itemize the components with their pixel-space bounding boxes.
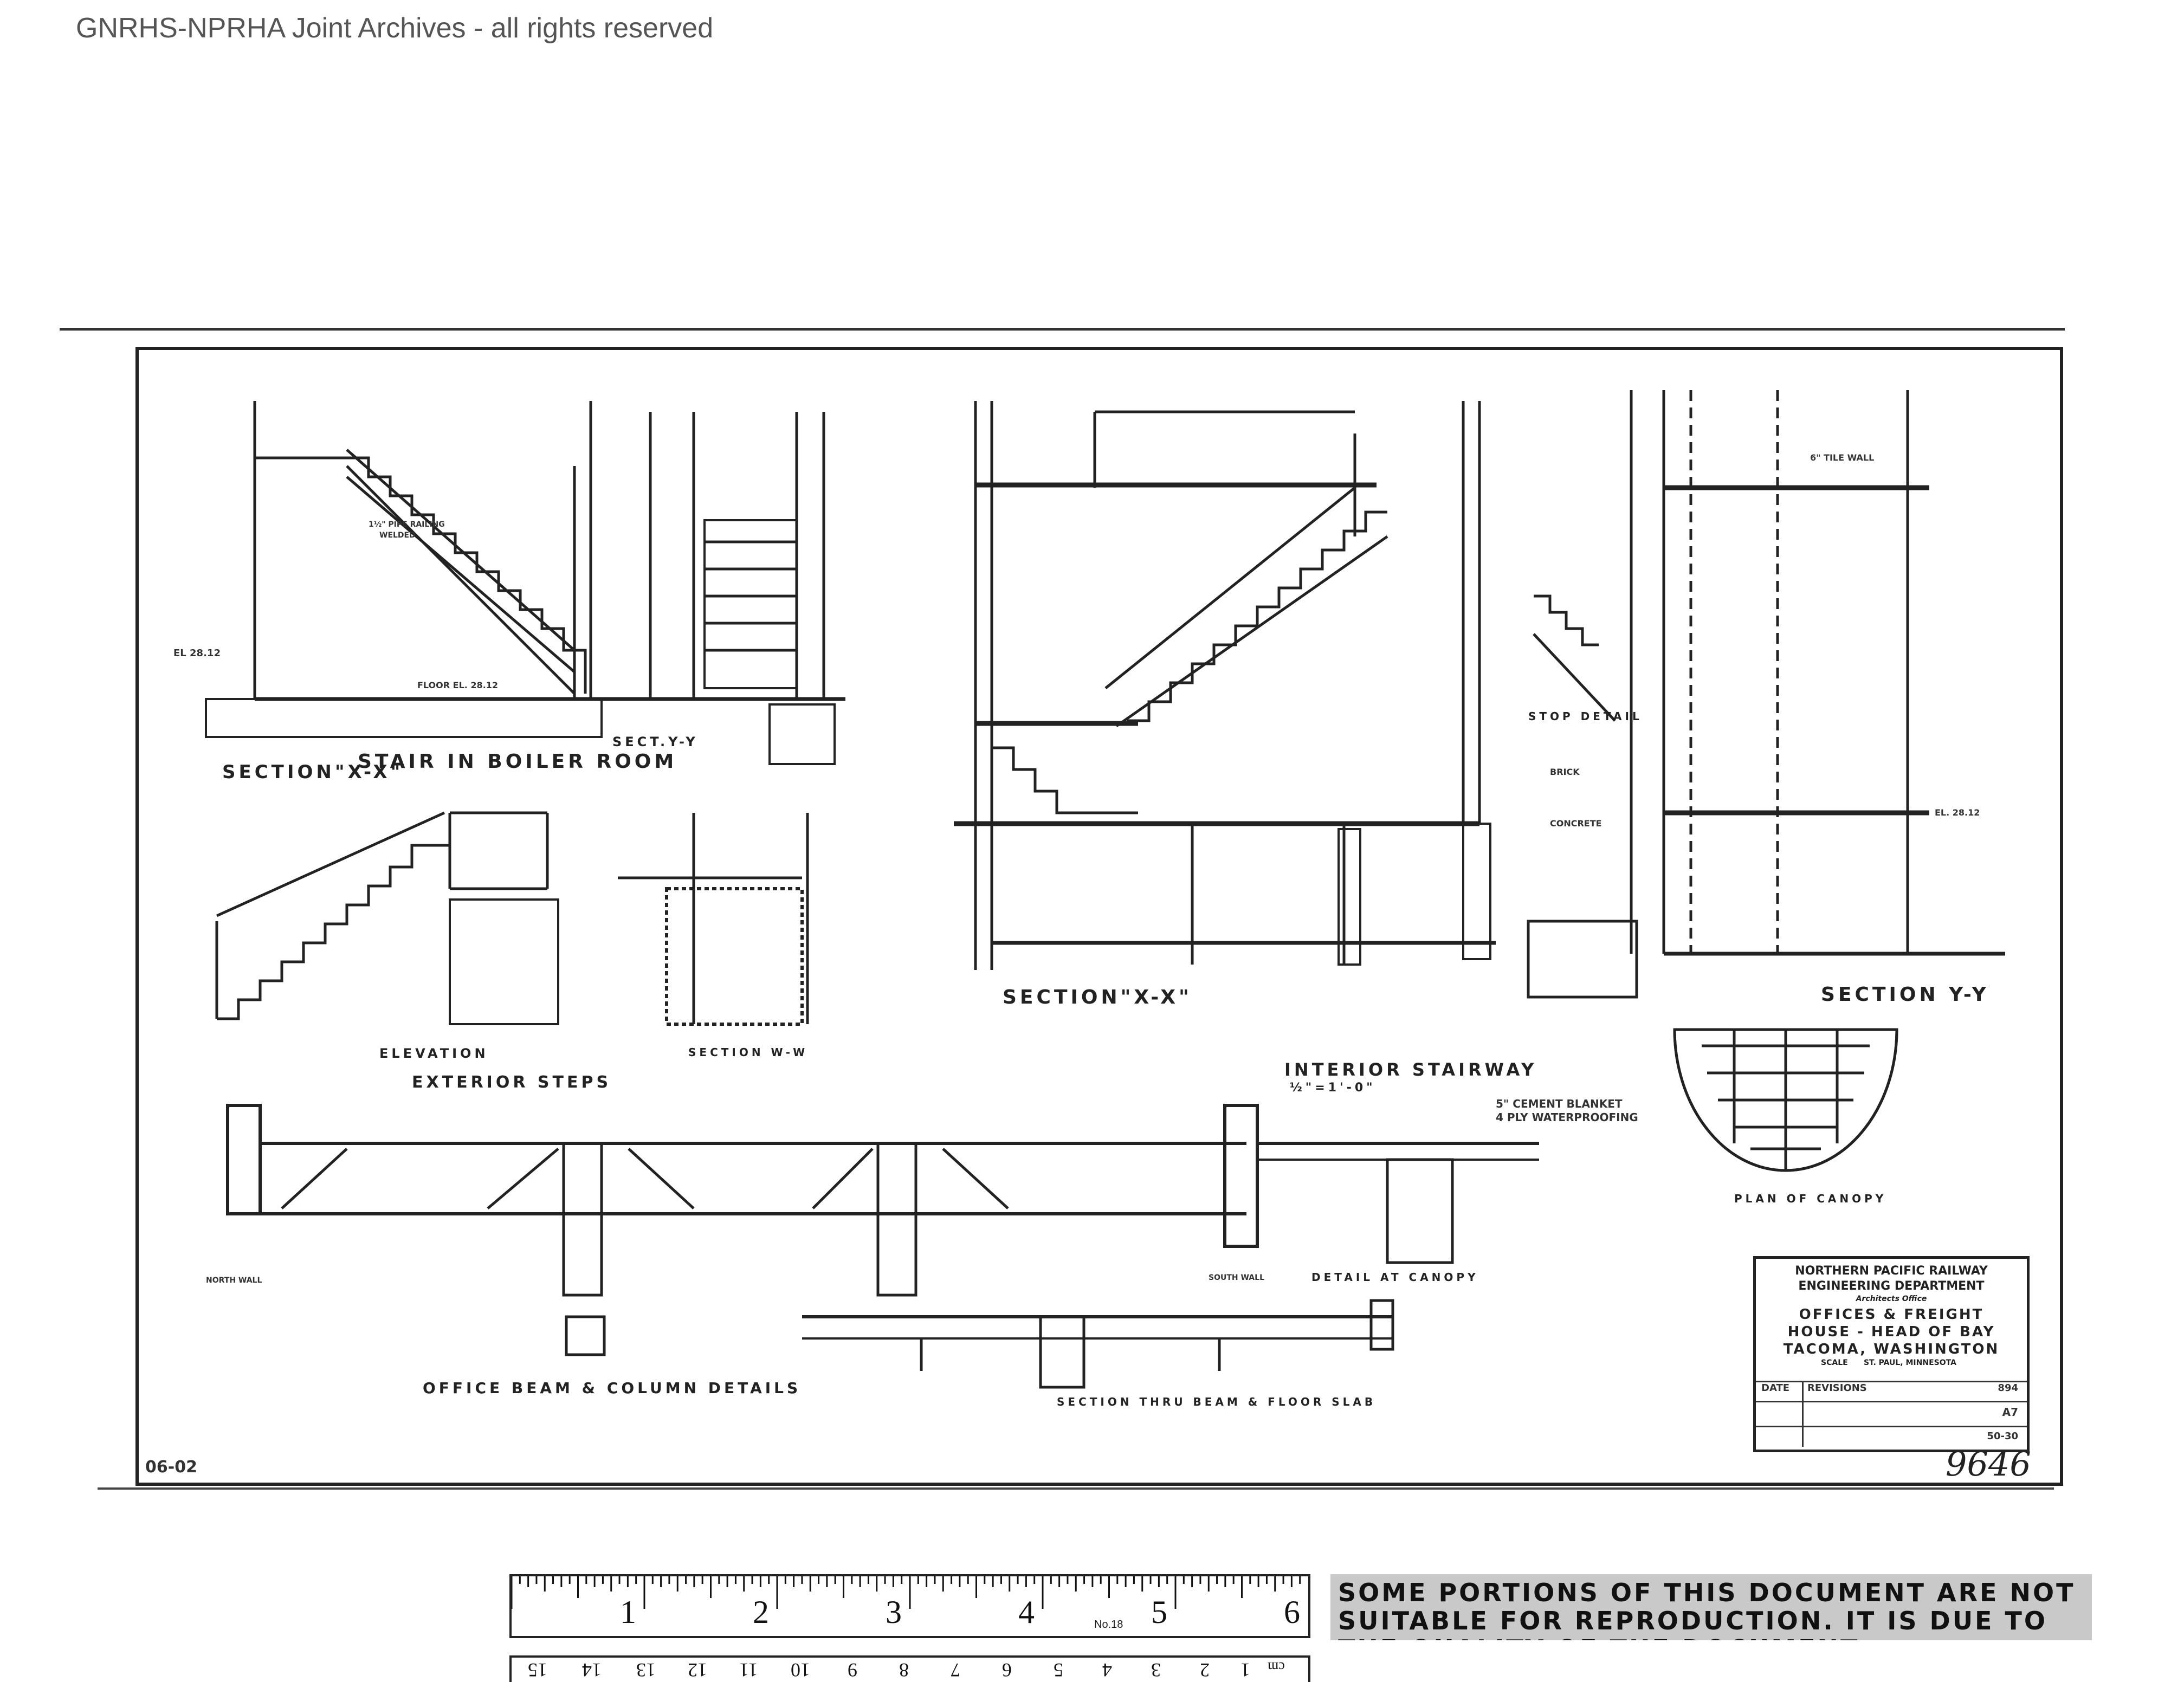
note-el-left: EL 28.12 — [173, 648, 221, 659]
inch-ruler-ticks — [512, 1576, 1301, 1609]
ruler-cm-15: 15 — [528, 1659, 547, 1681]
note-pipe-railing: 1½" PIPE RAILING — [369, 520, 445, 529]
note-welded: WELDED — [379, 531, 416, 540]
note-tile-wall: 6" TILE WALL — [1810, 452, 1875, 463]
title-row-header: DATE REVISIONS 894 — [1756, 1381, 2027, 1394]
ruler-cm-7: 7 — [951, 1659, 960, 1681]
ruler-cm-13: 13 — [636, 1659, 656, 1681]
title-company: NORTHERN PACIFIC RAILWAY — [1795, 1264, 1988, 1278]
ruler-cm-2: 2 — [1200, 1659, 1210, 1681]
reproduction-notice: SOME PORTIONS OF THIS DOCUMENT ARE NOT S… — [1330, 1574, 2092, 1640]
title-line1: OFFICES & FREIGHT — [1799, 1306, 1984, 1323]
title-scale: SCALE ST. PAUL, MINNESOTA — [1756, 1358, 2092, 1367]
ruler-label: No.18 — [1094, 1619, 1123, 1631]
title-row-file: 50-30 — [1756, 1426, 2027, 1449]
sheet-bottom-line — [98, 1487, 2054, 1490]
ruler-cm-5: 5 — [1054, 1659, 1063, 1681]
ruler-cm-3: 3 — [1151, 1659, 1161, 1681]
title-scale-label: SCALE — [1821, 1358, 1848, 1367]
label-cement-blanket: 5" CEMENT BLANKET — [1496, 1097, 1623, 1110]
label-plan-of-canopy: PLAN OF CANOPY — [1734, 1192, 1887, 1205]
ruler-cm-12: 12 — [688, 1659, 707, 1681]
title-file-no: 894 — [1998, 1382, 2018, 1394]
label-exterior-steps: EXTERIOR STEPS — [412, 1073, 612, 1092]
label-interior-scale: ½"=1'-0" — [1290, 1081, 1376, 1095]
note-floor-el: FLOOR EL. 28.12 — [417, 680, 499, 690]
title-sheet-no: A7 — [2002, 1406, 2018, 1419]
title-file-ref: 50-30 — [1987, 1431, 2018, 1442]
label-section-thru-beam: SECTION THRU BEAM & FLOOR SLAB — [1057, 1395, 1377, 1408]
label-south-wall: SOUTH WALL — [1209, 1273, 1264, 1282]
label-detail-at-canopy: DETAIL AT CANOPY — [1311, 1271, 1479, 1284]
title-row-date: DATE — [1761, 1382, 1790, 1394]
title-block: NORTHERN PACIFIC RAILWAY ENGINEERING DEP… — [1753, 1256, 2030, 1452]
ruler-inch-3: 3 — [886, 1594, 902, 1630]
ruler-cm-4: 4 — [1102, 1659, 1112, 1681]
ruler-inch-1: 1 — [620, 1594, 636, 1630]
ruler-inch-5: 5 — [1151, 1594, 1167, 1630]
label-section-xx: SECTION"X-X" — [222, 761, 404, 783]
ruler-cm-14: 14 — [582, 1659, 602, 1681]
title-department: ENGINEERING DEPARTMENT — [1798, 1279, 1985, 1293]
note-brick: BRICK — [1550, 767, 1580, 777]
title-line2: HOUSE - HEAD OF BAY — [1787, 1324, 1995, 1340]
label-section-ww: SECTION W-W — [688, 1046, 809, 1059]
archive-watermark: GNRHS-NPRHA Joint Archives - all rights … — [76, 12, 714, 44]
title-office: Architects Office — [1856, 1295, 1927, 1303]
label-stop-detail: STOP DETAIL — [1528, 710, 1643, 723]
ruler-inch-2: 2 — [753, 1594, 769, 1630]
label-ply-waterproofing: 4 PLY WATERPROOFING — [1496, 1111, 1638, 1124]
label-elevation: ELEVATION — [379, 1046, 489, 1061]
handwritten-number: 9646 — [1946, 1444, 2031, 1484]
label-section-yy: SECTION Y-Y — [1821, 984, 1989, 1006]
title-row-revisions: REVISIONS — [1807, 1382, 1867, 1394]
cm-ruler: 1 cm 2 3 4 5 6 7 8 9 10 11 12 13 14 15 — [509, 1655, 1310, 1682]
corner-mark: 06-02 — [145, 1458, 197, 1477]
label-north-wall: NORTH WALL — [206, 1276, 262, 1285]
ruler-inch-4: 4 — [1018, 1594, 1035, 1630]
title-divider — [1802, 1381, 1804, 1447]
label-section-xx-interior: SECTION"X-X" — [1003, 986, 1192, 1008]
reproduction-notice-text: SOME PORTIONS OF THIS DOCUMENT ARE NOT S… — [1338, 1578, 2076, 1640]
label-office-beam-details: OFFICE BEAM & COLUMN DETAILS — [423, 1379, 802, 1397]
ruler-cm-11: 11 — [739, 1659, 758, 1681]
inch-ruler: 1 2 3 4 5 6 No.18 — [509, 1574, 1310, 1638]
ruler-cm-9: 9 — [848, 1659, 857, 1681]
title-location: ST. PAUL, MINNESOTA — [1863, 1358, 1956, 1367]
label-interior-stairway: INTERIOR STAIRWAY — [1284, 1059, 1537, 1080]
note-el-right: EL. 28.12 — [1935, 807, 1980, 818]
ruler-cm-1: 1 — [1240, 1659, 1250, 1681]
drawing-sheet-border — [135, 347, 2063, 1486]
ruler-inch-6: 6 — [1284, 1594, 1300, 1630]
sheet-top-line — [60, 328, 2065, 331]
ruler-cm-6: 6 — [1002, 1659, 1012, 1681]
ruler-cm-10: 10 — [791, 1659, 810, 1681]
note-concrete: CONCRETE — [1550, 818, 1602, 829]
label-stair-boiler-room: STAIR IN BOILER ROOM — [358, 751, 677, 773]
title-row-sheet: A7 — [1756, 1401, 2027, 1424]
label-sect-yy-small: SECT.Y-Y — [612, 734, 699, 749]
ruler-cm-unit: cm — [1268, 1659, 1285, 1675]
ruler-cm-8: 8 — [899, 1659, 909, 1681]
title-line3: TACOMA, WASHINGTON — [1783, 1341, 2000, 1357]
